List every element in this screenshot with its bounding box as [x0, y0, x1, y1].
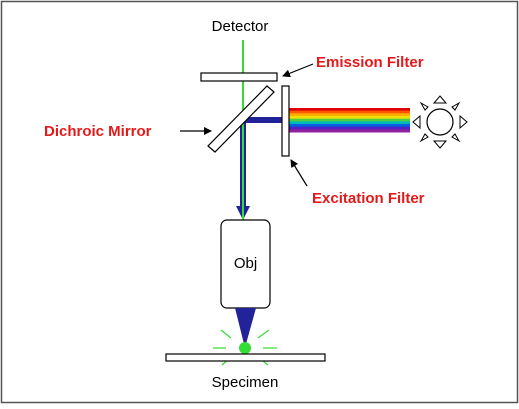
spectrum-band — [289, 129, 410, 133]
excitation-light-horizontal — [244, 117, 285, 123]
dichroic-mirror-label: Dichroic Mirror — [44, 123, 152, 140]
emission-filter-plate — [200, 72, 278, 82]
spectrum-band — [289, 110, 410, 114]
objective-label: Obj — [234, 255, 257, 272]
excitation-filter-pointer — [290, 159, 308, 187]
sun-icon — [412, 95, 468, 149]
spectrum-band — [289, 121, 410, 125]
excitation-filter-label: Excitation Filter — [312, 190, 425, 207]
excitation-spectrum-beam — [289, 108, 410, 133]
spectrum-band — [289, 124, 410, 128]
emission-filter-pointer — [282, 63, 314, 78]
spectrum-band — [289, 118, 410, 122]
spectrum-band — [289, 113, 410, 117]
spectrum-band — [289, 126, 410, 130]
specimen-label: Specimen — [212, 374, 279, 391]
emission-filter-label: Emission Filter — [316, 54, 424, 71]
fluorescence-spot — [239, 342, 251, 354]
excitation-filter-plate — [281, 85, 290, 157]
excitation-focus-cone — [235, 308, 256, 344]
specimen-slide — [165, 353, 326, 362]
detector-label: Detector — [212, 18, 269, 35]
spectrum-band — [289, 108, 410, 112]
spectrum-band — [289, 116, 410, 120]
dichroic-mirror-plate — [207, 85, 275, 153]
